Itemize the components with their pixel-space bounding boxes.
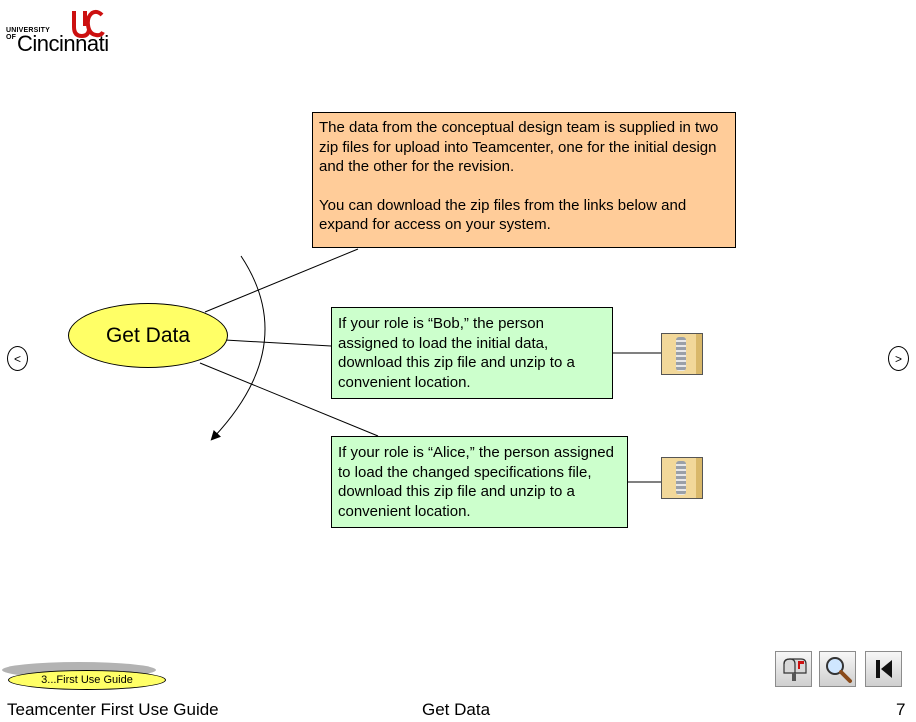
uc-logo-mark-icon [72,9,105,39]
first-page-icon [875,660,892,678]
intro-paragraph-2: You can download the zip files from the … [319,196,687,234]
intro-paragraph-1: The data from the conceptual design team… [319,119,719,175]
breadcrumb-button[interactable]: 3...First Use Guide [8,670,166,690]
bob-instruction-box: If your role is “Bob,” the person assign… [331,307,613,399]
connector-to-alice [199,362,379,437]
curved-arrow [210,255,266,441]
alice-instruction-text: If your role is “Alice,” the person assi… [338,444,614,520]
mail-button[interactable] [775,651,812,687]
footer-course-title: Teamcenter First Use Guide [7,700,219,719]
zipper-icon [676,337,686,371]
intro-box: The data from the conceptual design team… [312,112,736,248]
alice-zip-file-icon[interactable] [661,457,703,499]
connector-to-intro [204,248,359,313]
logo-university-of: UNIVERSITY OF [6,27,50,41]
bob-instruction-text: If your role is “Bob,” the person assign… [338,315,575,391]
zipper-icon [676,461,686,495]
search-button[interactable] [819,651,856,687]
footer-page-title: Get Data [422,700,491,719]
get-data-node: Get Data [68,303,228,368]
mailbox-icon [782,658,807,681]
connector-to-bob [224,339,332,347]
magnifier-icon [825,657,852,683]
first-page-button[interactable] [865,651,902,687]
footer-page-number: 7 [896,700,906,719]
next-page-button[interactable]: > [888,346,909,371]
bob-zip-file-icon[interactable] [661,333,703,375]
previous-page-button[interactable]: < [7,346,28,371]
alice-instruction-box: If your role is “Alice,” the person assi… [331,436,628,528]
